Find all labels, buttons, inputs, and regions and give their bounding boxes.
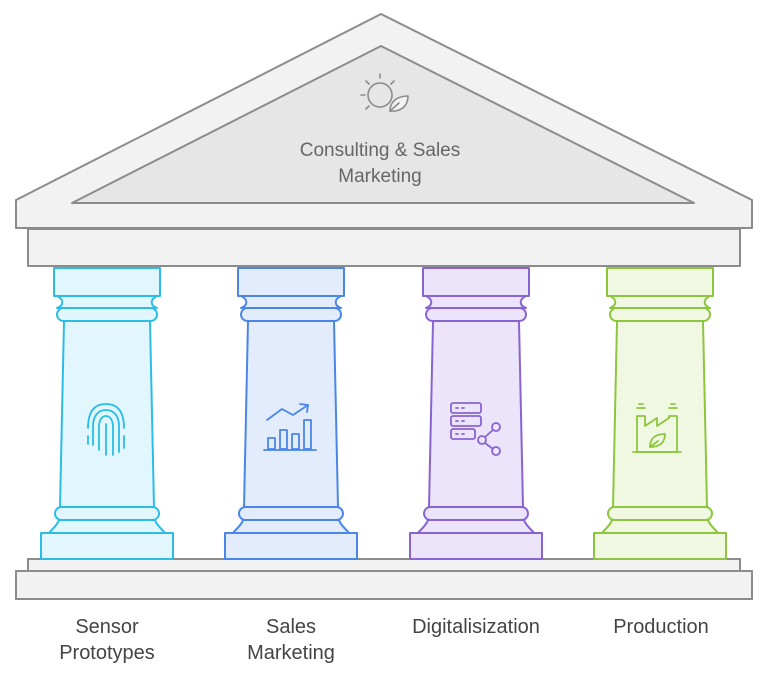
pillar-plinth [409,532,543,560]
pillar-top-ring [56,307,158,322]
pillar-capital [53,267,161,297]
pillars [40,267,727,560]
roof-title-line2: Marketing [338,166,422,187]
pillar-foot [417,519,535,534]
base-step-top [27,558,741,572]
pillar-foot [601,519,719,534]
pillar-label-sensor-prototypes: Sensor Prototypes [27,614,187,666]
pillar-neck [609,295,711,309]
pillar-label-digitalisization: Digitalisization [386,614,566,640]
pillar-plinth [40,532,174,560]
roof-title: Consulting & Sales Marketing [230,138,530,190]
pillar-label-line2: Marketing [247,642,335,664]
pillar-bottom-ring [238,506,344,521]
pillar-label-line1: Sales [265,616,317,638]
pillar-label-sales-marketing: Sales Marketing [211,614,371,666]
pillar-shaft [612,320,708,508]
roof-inner [71,45,695,204]
eco-factory-icon [632,403,682,453]
pillar-label-production: Production [581,614,741,640]
pillar-plinth [224,532,358,560]
base [15,558,753,600]
pillar-capital [606,267,714,297]
pillar-shaft [59,320,155,508]
pillar-foot [48,519,166,534]
base-step-bottom [15,570,753,600]
pillar-capital [237,267,345,297]
pillar-shaft [428,320,524,508]
pillar-neck [56,295,158,309]
pillar-top-ring [609,307,711,322]
pillar-top-ring [425,307,527,322]
pillar-bottom-ring [54,506,160,521]
server-share-icon [450,402,501,456]
pillar-label-line1: Production [613,616,709,638]
pillar-neck [240,295,342,309]
sun-leaf-icon [360,73,409,112]
pillar-1 [40,267,174,560]
pillar-label-line2: Prototypes [59,642,155,664]
pillar-bottom-ring [423,506,529,521]
growth-chart-icon [263,403,317,451]
pillar-capital [422,267,530,297]
pillar-foot [232,519,350,534]
pillar-label-line1: Digitalisization [412,616,540,638]
pillar-4 [593,267,727,560]
pillar-plinth [593,532,727,560]
pillar-3 [409,267,543,560]
pillar-top-ring [240,307,342,322]
roof [15,13,753,267]
pillar-bottom-ring [607,506,713,521]
pillar-neck [425,295,527,309]
fingerprint-icon [87,403,125,456]
pillar-label-line1: Sensor [75,616,139,638]
architrave [27,228,741,267]
roof-title-line1: Consulting & Sales [299,140,461,161]
